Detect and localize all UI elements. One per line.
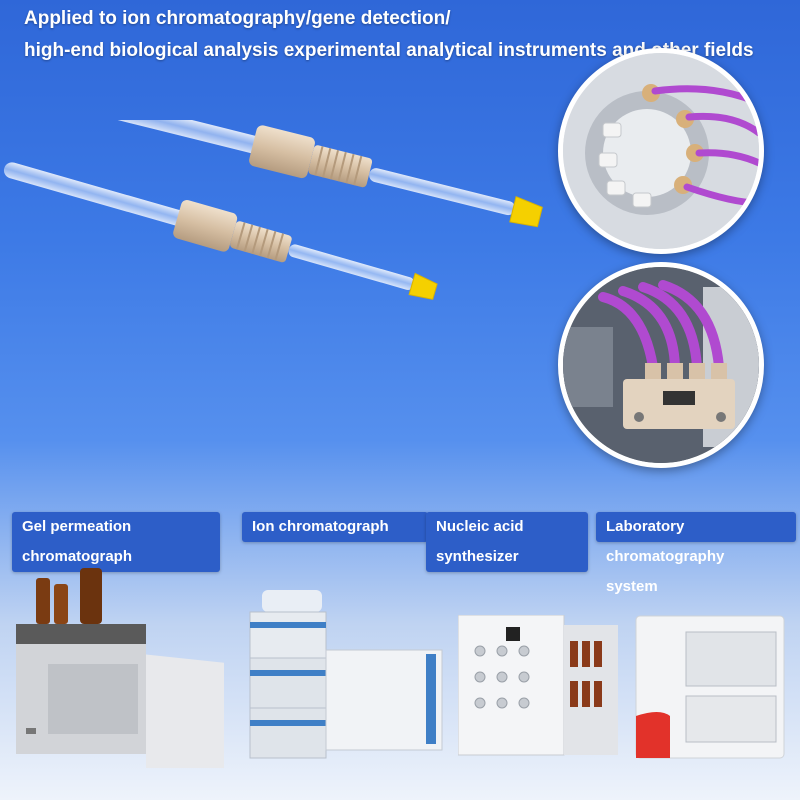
lower-fitting bbox=[3, 162, 438, 300]
headline-line-2: high-end biological analysis experimenta… bbox=[24, 40, 754, 61]
tubing-fittings-image bbox=[3, 120, 543, 300]
laboratory-chromatography-system-image bbox=[635, 615, 785, 759]
valve-detail-photo bbox=[558, 48, 764, 254]
manifold-detail-photo bbox=[558, 262, 764, 468]
headline-line-1: Applied to ion chromatography/gene detec… bbox=[24, 8, 451, 29]
gel-permeation-chromatograph-image bbox=[16, 568, 224, 768]
ion-chromatograph-image bbox=[249, 590, 443, 759]
tag-ion-chromatograph: Ion chromatograph bbox=[242, 512, 428, 542]
upper-fitting bbox=[10, 120, 543, 228]
tag-gel-permeation-chromatograph: Gel permeation chromatograph bbox=[12, 512, 220, 572]
nucleic-acid-synthesizer-image bbox=[458, 615, 618, 756]
tag-nucleic-acid-synthesizer: Nucleic acid synthesizer bbox=[426, 512, 588, 572]
tag-laboratory-chromatography-system: Laboratory chromatography system bbox=[596, 512, 796, 595]
